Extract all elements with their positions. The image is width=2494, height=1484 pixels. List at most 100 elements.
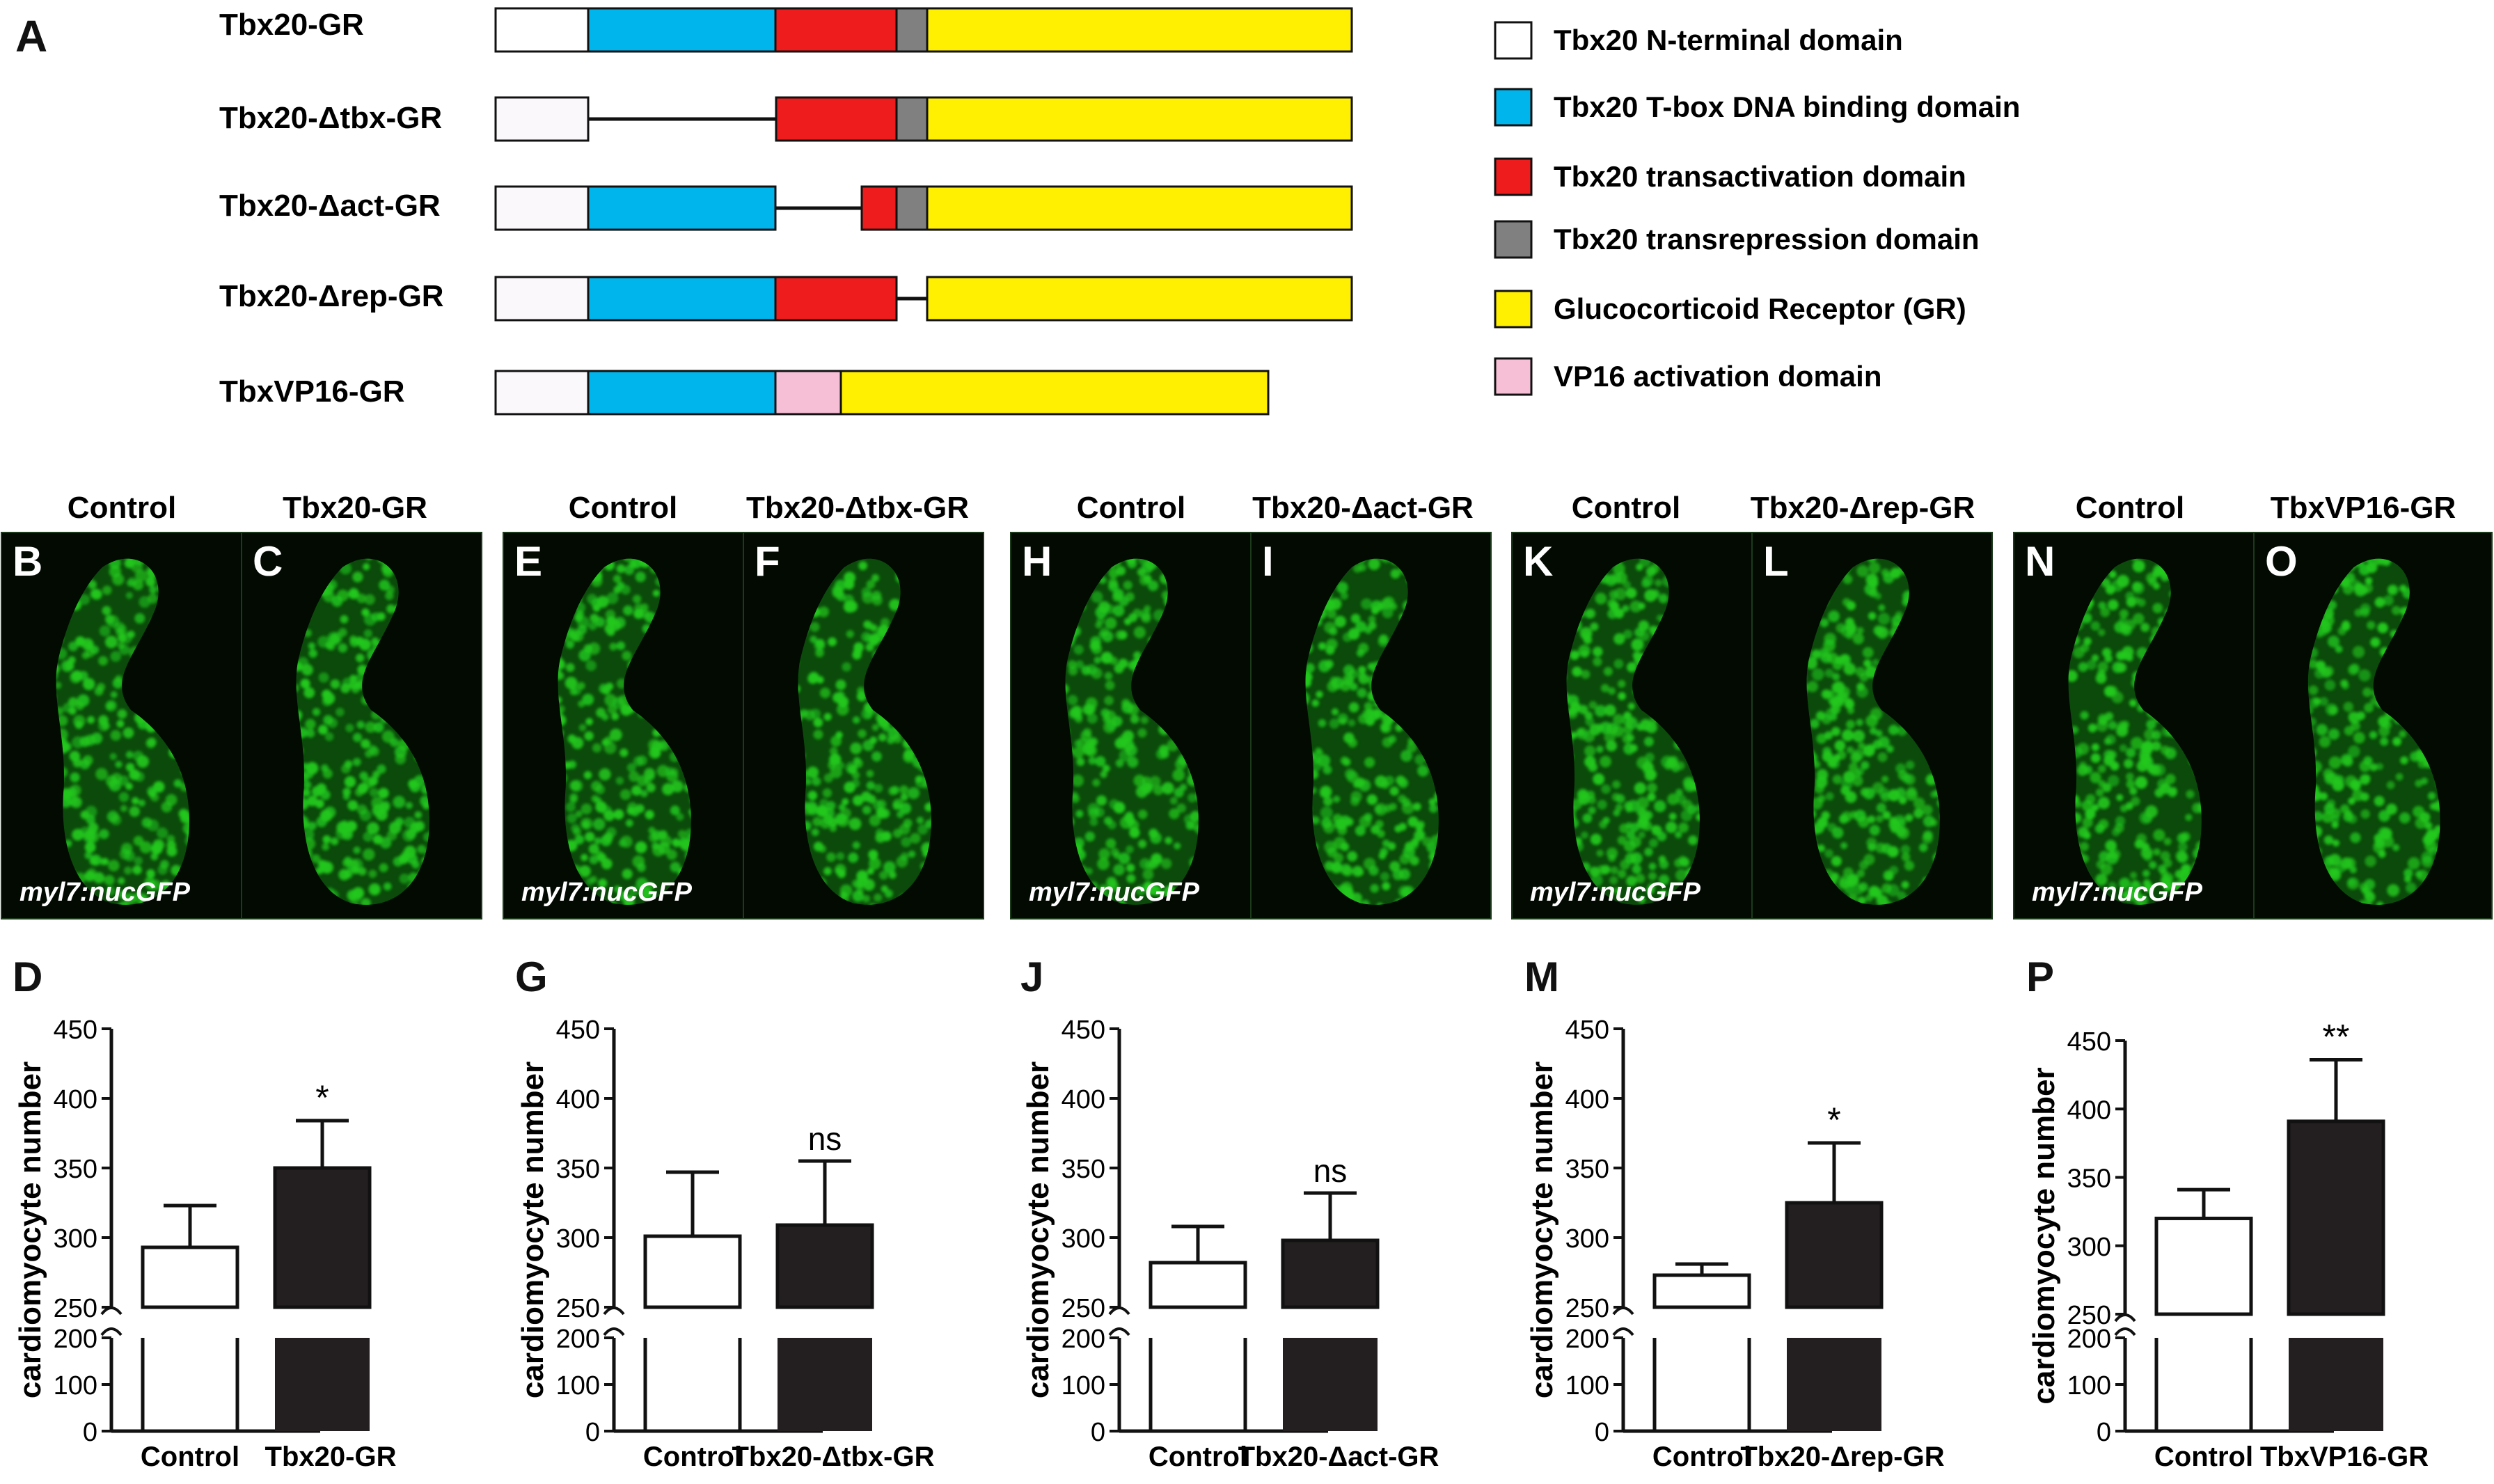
domain-rep-box [895, 7, 929, 53]
y-tick-label: 400 [556, 1085, 600, 1114]
panel-letter-g: G [515, 954, 548, 1000]
panel-letter-b: B [13, 538, 42, 585]
y-tick-label: 300 [2067, 1233, 2111, 1262]
y-tick-label: 250 [1061, 1294, 1105, 1323]
bar-treated-lower [1787, 1338, 1881, 1431]
x-tick-label: Tbx20-Δtbx-GR [732, 1442, 935, 1472]
domain-gr-box [926, 96, 1353, 142]
heart-tissue [2068, 558, 2202, 905]
x-tick-label: Control [1149, 1442, 1247, 1472]
y-tick-label: 0 [1091, 1418, 1105, 1447]
y-tick-label: 100 [1565, 1371, 1609, 1400]
bar-treated [273, 1166, 372, 1309]
panel-letter-k: K [1523, 538, 1553, 585]
legend-label-gr: Glucocorticoid Receptor (GR) [1554, 292, 1966, 325]
legend-swatch-act [1494, 157, 1533, 196]
axis-break-mark [603, 1327, 625, 1336]
panel-letter-h: H [1022, 538, 1052, 585]
x-tick-label: Control [1652, 1442, 1751, 1472]
y-tick-label: 350 [556, 1155, 600, 1184]
legend-swatch-nterm [1494, 21, 1533, 60]
y-tick-label: 250 [54, 1294, 97, 1323]
y-axis-label: cardiomyocyte number [2027, 1067, 2061, 1404]
y-tick-label: 350 [1061, 1155, 1105, 1184]
stain-label: myl7:nucGFP [1530, 878, 1701, 907]
y-tick-label: 300 [556, 1224, 600, 1254]
legend-label-vp16: VP16 activation domain [1554, 360, 1881, 393]
stain-label: myl7:nucGFP [2032, 878, 2203, 907]
domain-tbox-box [587, 185, 777, 231]
construct-label-0: Tbx20-GR [219, 8, 364, 42]
y-tick-label: 0 [1595, 1418, 1609, 1447]
y-tick-label: 400 [2067, 1096, 2111, 1125]
y-tick-label: 300 [1565, 1224, 1609, 1254]
y-tick-label: 250 [1565, 1294, 1609, 1323]
bar-treated [2287, 1119, 2385, 1316]
image-panel-c: C [241, 532, 482, 919]
domain-gr-box [839, 370, 1270, 416]
x-tick-label: Control [2154, 1442, 2253, 1472]
bar-treated [775, 1223, 874, 1309]
axis-break-mark [2114, 1327, 2136, 1336]
image-panel-i: I [1250, 532, 1492, 919]
domain-nterm-box [494, 370, 590, 416]
y-tick-label: 400 [1061, 1085, 1105, 1114]
panel-letter-j: J [1020, 954, 1043, 1000]
y-tick-label: 250 [2067, 1301, 2111, 1330]
x-tick-label: TbxVP16-GR [2260, 1442, 2429, 1472]
image-header-control-2: Control [1077, 491, 1185, 525]
y-tick-label: 100 [2067, 1371, 2111, 1400]
legend-label-rep: Tbx20 transrepression domain [1554, 223, 1980, 255]
y-tick-label: 350 [2067, 1165, 2111, 1194]
axis-break-mark [1612, 1327, 1634, 1336]
panel-letter-n: N [2025, 538, 2055, 585]
image-panel-o: O [2253, 532, 2493, 919]
x-tick-label: Tbx20-Δact-GR [1238, 1442, 1439, 1472]
construct-label-4: TbxVP16-GR [219, 374, 405, 409]
y-tick-label: 0 [585, 1418, 600, 1447]
bar-control [141, 1245, 239, 1309]
y-tick-label: 100 [54, 1371, 97, 1400]
x-tick-label: Tbx20-GR [265, 1442, 397, 1472]
domain-act-box [774, 276, 898, 322]
y-tick-label: 100 [1061, 1371, 1105, 1400]
y-tick-label: 350 [54, 1155, 97, 1184]
legend-swatch-rep [1494, 220, 1533, 259]
heart-tissue [1566, 558, 1700, 905]
bar-treated [1281, 1238, 1380, 1309]
significance-label: ns [808, 1121, 842, 1157]
domain-tbox-box [587, 370, 777, 416]
panel-letter-f: F [755, 538, 780, 585]
bar-treated-lower [2289, 1338, 2383, 1431]
legend-label-nterm: Tbx20 N-terminal domain [1554, 24, 1903, 56]
fluorescence-images: Control Tbx20-GR Control Tbx20-Δtbx-GR C… [1, 491, 2493, 919]
x-tick-label: Control [643, 1442, 742, 1472]
significance-label: * [315, 1078, 329, 1117]
image-header-control-3: Control [1572, 491, 1680, 525]
axis-break-mark [100, 1307, 123, 1316]
panel-letter-i: I [1262, 538, 1274, 585]
nuclear-gfp-signal [798, 558, 931, 905]
image-header-treated-3: Tbx20-Δrep-GR [1751, 491, 1975, 525]
axis-break-mark [1108, 1307, 1130, 1316]
y-tick-label: 300 [54, 1224, 97, 1254]
legend-label-act: Tbx20 transactivation domain [1554, 160, 1966, 193]
domain-tbox-box [587, 276, 777, 322]
x-tick-label: Tbx20-Δrep-GR [1740, 1442, 1944, 1472]
axis-break-mark [1612, 1307, 1634, 1316]
construct-diagrams: Tbx20-GR Tbx20-Δtbx-GR Tbx20-Δact-GR Tbx… [219, 7, 1353, 416]
y-tick-label: 200 [2067, 1325, 2111, 1354]
x-tick-label: Control [141, 1442, 239, 1472]
image-header-treated-2: Tbx20-Δact-GR [1252, 491, 1474, 525]
panel-letter-m: M [1524, 954, 1559, 1000]
domain-gr-box [926, 276, 1353, 322]
panel-letter-e: E [514, 538, 542, 585]
y-axis-label: cardiomyocyte number [1021, 1061, 1055, 1398]
significance-label: * [1827, 1100, 1840, 1139]
